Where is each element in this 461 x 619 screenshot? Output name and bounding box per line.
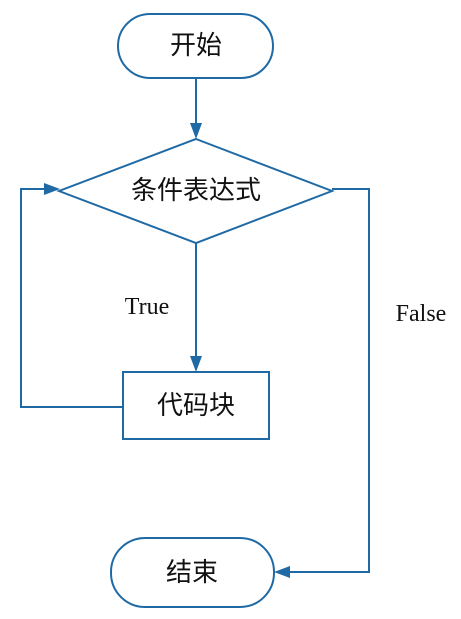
arrowhead-left-icon <box>274 566 290 578</box>
condition-node-label: 条件表达式 <box>131 176 261 206</box>
arrowhead-down-icon <box>190 356 202 372</box>
edge-loop-back <box>20 183 123 408</box>
code-block-node-label: 代码块 <box>157 391 235 421</box>
arrowhead-right-icon <box>44 183 60 195</box>
edge-condition-to-code-block: True <box>125 243 202 372</box>
false-edge-label: False <box>396 301 447 327</box>
edge-start-to-condition <box>190 78 202 139</box>
start-node-label: 开始 <box>170 31 222 61</box>
start-node: 开始 <box>117 13 274 79</box>
end-node-label: 结束 <box>166 558 218 588</box>
code-block-node: 代码块 <box>122 371 270 440</box>
code-block-rect-shape <box>122 371 270 440</box>
condition-node: 条件表达式 <box>56 137 335 245</box>
false-edge-line <box>288 188 370 573</box>
arrowhead-down-icon <box>190 123 202 139</box>
end-terminal-shape <box>110 537 275 608</box>
true-edge-label: True <box>125 294 169 320</box>
loop-back-line <box>20 188 123 408</box>
edge-condition-to-end: False <box>274 188 447 578</box>
end-node: 结束 <box>110 537 275 608</box>
